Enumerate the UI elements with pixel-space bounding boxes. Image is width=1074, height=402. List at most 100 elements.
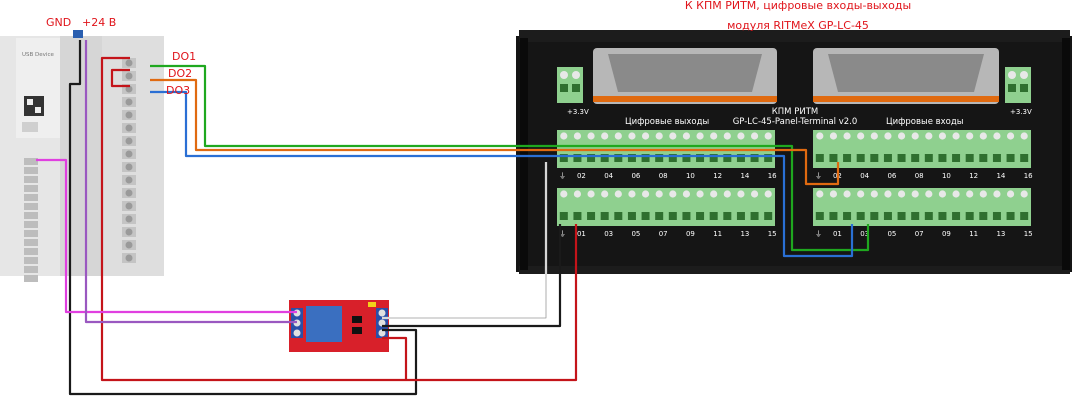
label-3v3-right: +3.3V [1010, 108, 1032, 116]
label-do1: DO1 [172, 50, 196, 63]
pin-socket [627, 154, 636, 162]
pin-socket [952, 212, 961, 220]
screw-top [655, 190, 663, 198]
pin-number: 11 [969, 230, 978, 238]
pin-socket [1020, 212, 1029, 220]
plc-screw-head [125, 254, 133, 262]
screw-top [723, 190, 731, 198]
header-line-1: К КПМ РИТМ, цифровые входы-выходы [685, 0, 911, 12]
pin-socket [938, 154, 947, 162]
pin-socket [641, 212, 650, 220]
plc-screw-head [125, 163, 133, 171]
screw-top [911, 132, 919, 140]
pin-label-gnd: ⏚ [559, 172, 566, 180]
pin-socket [965, 212, 974, 220]
screw-top [843, 132, 851, 140]
plc-screw-left [24, 203, 38, 210]
pin-socket [764, 154, 773, 162]
pin-number: 05 [887, 230, 896, 238]
pin-number: 03 [860, 230, 869, 238]
screw-top [560, 132, 568, 140]
screw-top [993, 190, 1001, 198]
plc-screw-head [125, 111, 133, 119]
label-24v: +24 В [82, 16, 116, 29]
pin-socket [587, 212, 596, 220]
pin-socket [614, 212, 623, 220]
screw-top [829, 132, 838, 140]
pin-number: 10 [686, 172, 695, 180]
pin-socket [682, 212, 691, 220]
pin-socket [627, 212, 636, 220]
plc-screw-left [24, 212, 38, 219]
screw-top [1006, 190, 1015, 198]
wire-do2-orange [150, 78, 840, 186]
pin-socket [696, 212, 705, 220]
screw-top [911, 190, 919, 198]
screw-top [870, 190, 878, 198]
terminal-3v3-left [557, 67, 583, 103]
screw-top [816, 132, 824, 140]
pin-number: 07 [659, 230, 668, 238]
pin-socket [843, 212, 852, 220]
pin-socket [723, 154, 732, 162]
pin-number: 02 [577, 172, 586, 180]
pin-socket [709, 212, 718, 220]
pin-socket [992, 212, 1001, 220]
plc-screw-left [24, 275, 38, 282]
screw-top [897, 190, 906, 198]
pin-socket [559, 212, 568, 220]
pin-number: 08 [659, 172, 668, 180]
pin-number: 03 [604, 230, 613, 238]
inputs-label: Цифровые входы [886, 117, 963, 127]
plc-screw-left [24, 221, 38, 228]
screw-top [829, 190, 838, 198]
pin-socket [952, 154, 961, 162]
pin-number: 09 [942, 230, 951, 238]
plc-screw-head [125, 202, 133, 210]
pin-socket [600, 154, 609, 162]
db-connector-right [813, 48, 999, 104]
label-do3: DO3 [166, 84, 190, 97]
screw-top [938, 190, 947, 198]
screw-top [710, 190, 718, 198]
screw-top [897, 132, 906, 140]
plc-screw-left [24, 257, 38, 264]
pin-socket [843, 154, 852, 162]
screw-top [682, 190, 691, 198]
pin-number: 10 [942, 172, 951, 180]
screw-top [884, 190, 892, 198]
screw-top [764, 190, 772, 198]
pin-socket [682, 154, 691, 162]
screw-top [614, 132, 622, 140]
plc-screw-left [24, 248, 38, 255]
wire-black-b [68, 40, 418, 396]
pin-socket [856, 212, 865, 220]
plc-screw-head [125, 85, 133, 93]
pin-number: 04 [604, 172, 613, 180]
pin-number: 08 [915, 172, 924, 180]
pin-socket [668, 154, 677, 162]
pin-socket [573, 212, 582, 220]
header-line-2: модуля RITMeX GP-LC-45 [727, 19, 869, 32]
plc-screw-left [24, 230, 38, 237]
screw-top [573, 190, 582, 198]
screw-top [587, 132, 595, 140]
pin-socket [897, 154, 906, 162]
plc-screw-head [125, 72, 133, 80]
screw-top [993, 132, 1001, 140]
label-do2: DO2 [168, 67, 192, 80]
pin-socket [870, 212, 879, 220]
pin-socket [938, 212, 947, 220]
pin-socket [655, 212, 664, 220]
outputs-label: Цифровые выходы [625, 117, 709, 127]
screw-top [587, 190, 595, 198]
pin-label-gnd: ⏚ [815, 230, 822, 238]
pin-socket [709, 154, 718, 162]
screw-top [669, 190, 677, 198]
wire-black-a [382, 224, 562, 328]
pin-number: 16 [1024, 172, 1033, 180]
plc-screw-head [125, 98, 133, 106]
pin-number: 12 [969, 172, 978, 180]
